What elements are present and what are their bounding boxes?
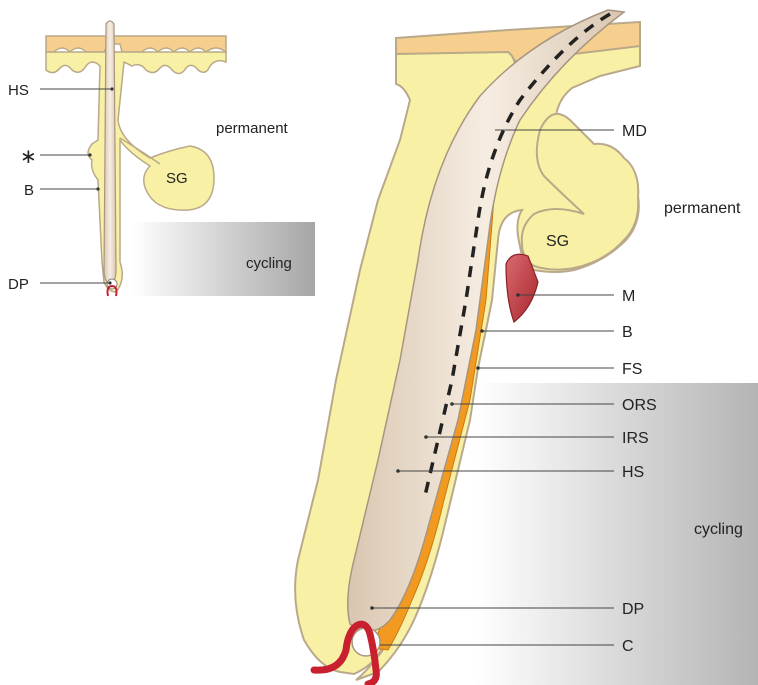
- large-leader-ors-dot: [450, 402, 454, 406]
- small-label-hs: HS: [8, 82, 29, 99]
- small-leader-b-dot: [96, 187, 99, 190]
- large-leader-irs-dot: [424, 435, 428, 439]
- large-leader-b-dot: [480, 329, 484, 333]
- large-label-ors: ORS: [622, 397, 657, 414]
- large-label-b: B: [622, 324, 633, 341]
- large-label-dp: DP: [622, 601, 644, 618]
- small-zone-permanent: permanent: [216, 120, 289, 137]
- large-follicle: MD SG M B FS ORS IRS HS DP C permanent c…: [295, 10, 758, 685]
- large-zone-cycling: cycling: [694, 521, 743, 538]
- large-label-sg: SG: [546, 233, 569, 250]
- large-leader-hs-dot: [396, 469, 400, 473]
- large-label-irs: IRS: [622, 430, 649, 447]
- large-label-hs: HS: [622, 464, 644, 481]
- small-label-asterisk: ∗: [20, 146, 37, 168]
- small-zone-cycling: cycling: [246, 255, 292, 272]
- large-zone-permanent: permanent: [664, 200, 741, 217]
- large-label-md: MD: [622, 123, 647, 140]
- large-label-fs: FS: [622, 361, 642, 378]
- small-follicle: HS ∗ B DP SG permanent cycling: [8, 21, 315, 296]
- small-skin-surface: [46, 36, 226, 52]
- large-leader-dp-dot: [370, 606, 374, 610]
- small-hair-shaft: [104, 21, 116, 284]
- large-leader-fs-dot: [476, 366, 480, 370]
- small-label-dp: DP: [8, 276, 29, 293]
- small-leader-hs-dot: [110, 87, 113, 90]
- small-leader-dp-dot: [108, 281, 111, 284]
- large-label-m: M: [622, 288, 635, 305]
- small-label-b: B: [24, 182, 34, 199]
- small-leader-asterisk-dot: [88, 153, 91, 156]
- large-label-c: C: [622, 638, 634, 655]
- large-leader-m-dot: [516, 293, 520, 297]
- small-label-sg: SG: [166, 170, 188, 187]
